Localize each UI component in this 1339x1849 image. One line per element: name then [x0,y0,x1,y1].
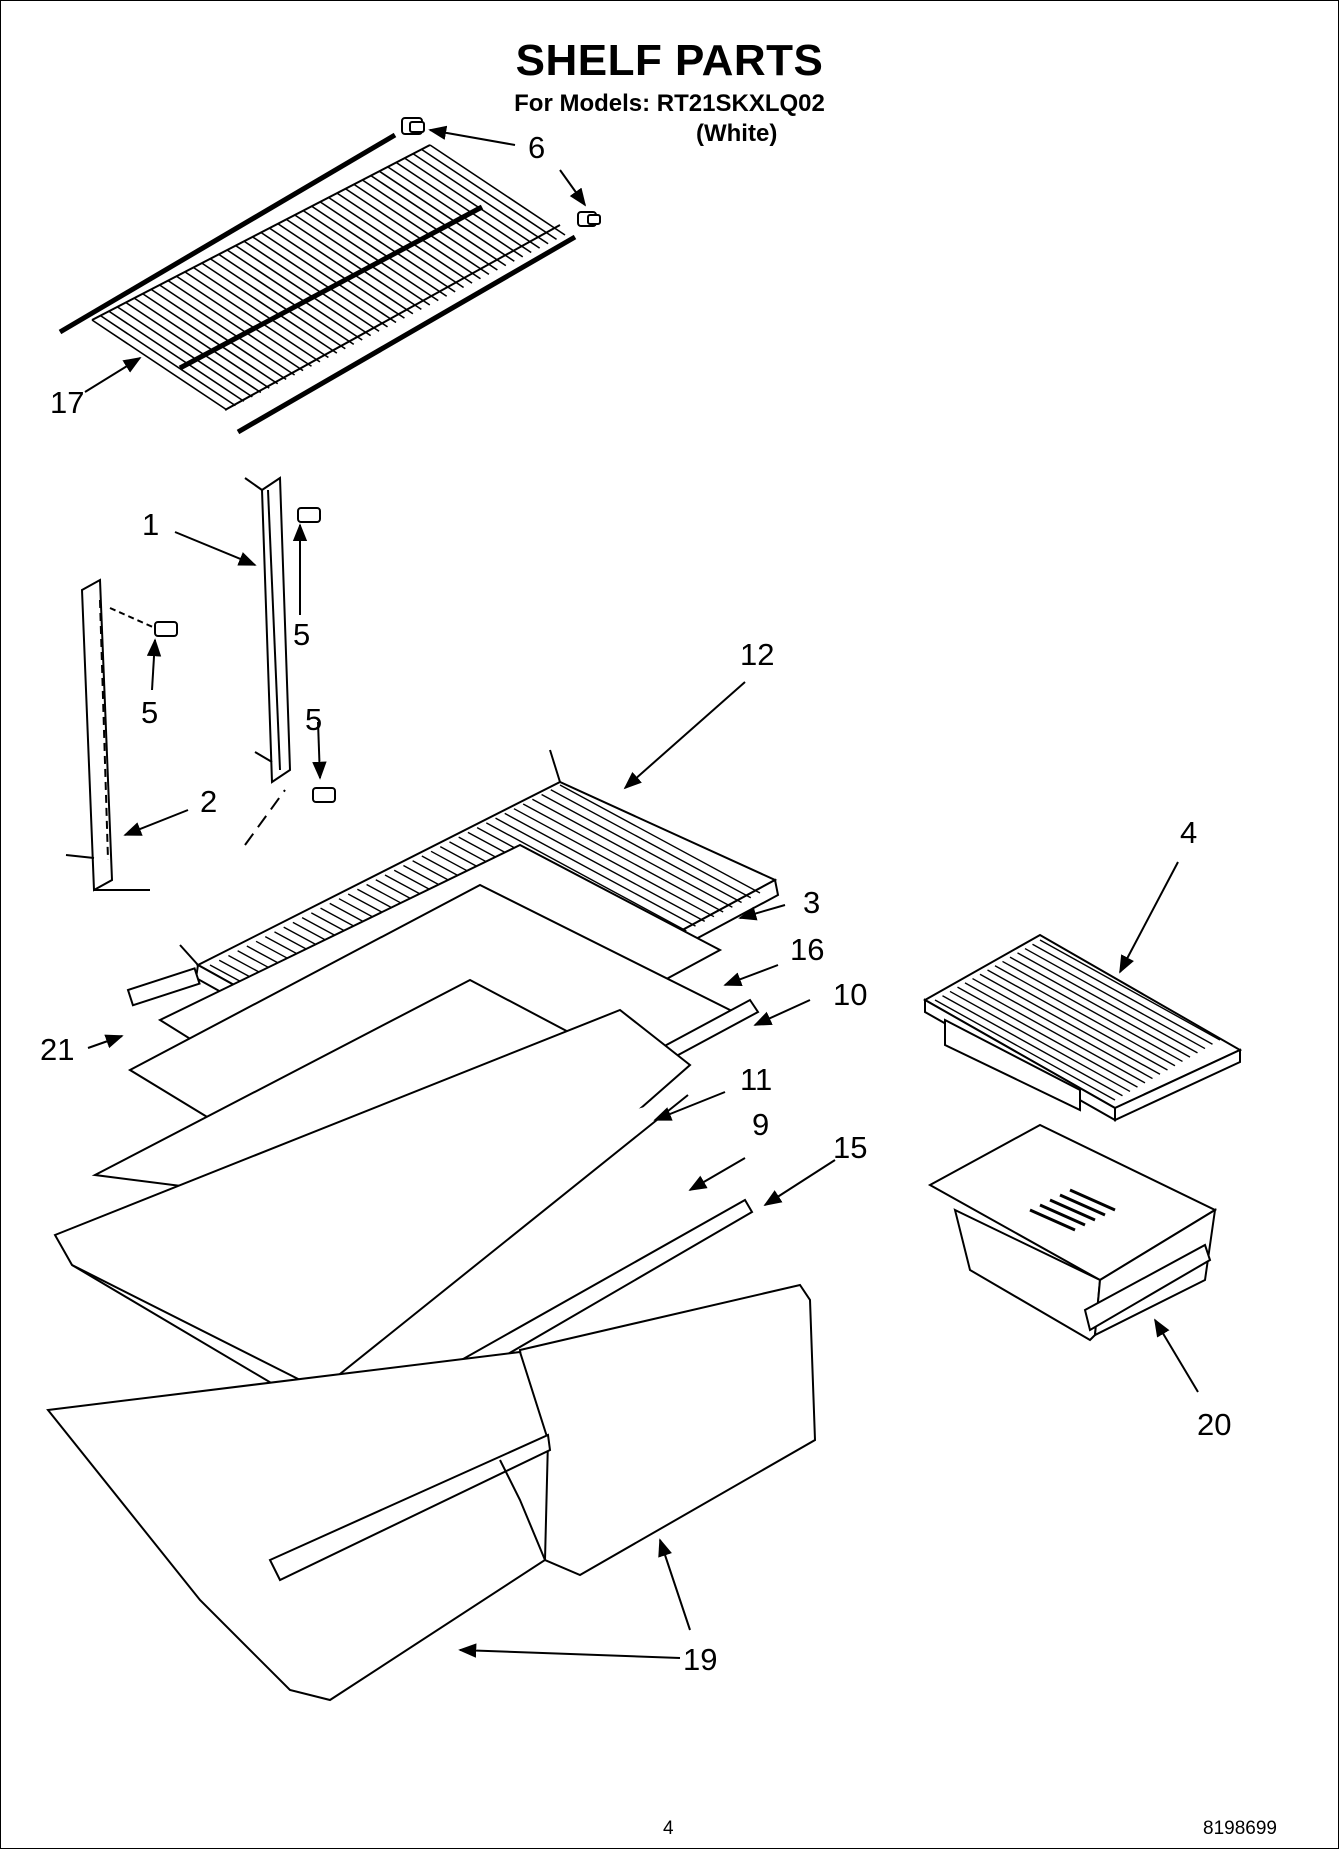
ladder-screw-part [109,507,336,803]
shelf-wire-line [934,999,1116,1101]
deli-drawer-part [927,1123,1218,1342]
shelf-wire-line [378,170,515,262]
shelf-wire-line [252,236,388,328]
shelf-wire-line [328,196,465,289]
callout-16: 16 [790,932,824,967]
shelf-wire-line [1039,939,1221,1041]
shelf-wire-line [260,231,397,324]
shelf-wire-line [522,803,724,913]
callout-4: 4 [1180,815,1197,850]
callout-19: 19 [683,1642,717,1677]
shelf-wire-line [285,218,422,311]
callout-6: 6 [528,130,545,165]
shelf-wire-line [243,240,380,332]
shelf-wire-line [387,166,524,258]
shelf-wire-line [1009,956,1191,1058]
shelf-wire-line [218,253,355,346]
document-number: 8198699 [1203,1818,1277,1839]
callout-5: 5 [293,617,310,652]
shelf-wire-line [91,319,228,411]
shelf-wire-line [345,188,481,280]
shelf-wire-line [294,214,431,306]
callout-15: 15 [833,1130,867,1165]
wire-shelf-part [58,132,577,435]
shelf-wire-line [336,192,473,284]
small-shelf-part [922,933,1243,1122]
shelf-wire-line [979,973,1161,1075]
shelf-wire-line [226,249,363,341]
callout-20: 20 [1197,1407,1231,1442]
shelf-wire-line [125,301,262,394]
shelf-wire-line [942,995,1123,1097]
shelf-ladder-part [65,476,292,892]
callout-labels: 6 17 1 5 5 5 2 12 4 3 16 10 21 11 9 15 2… [40,130,1231,1677]
shelf-wire-line [972,977,1153,1080]
callout-2: 2 [200,784,217,819]
shelf-wire-line [176,275,312,367]
shelf-wire-line [485,822,687,932]
shelf-wire-line [235,244,372,337]
shelf-wire-line [1002,960,1183,1063]
callout-10: 10 [833,977,867,1012]
shelf-wire-line [116,306,253,398]
shelf-wire-line [404,157,541,249]
callout-9: 9 [752,1107,769,1142]
shelf-wire-line [949,990,1131,1093]
shelf-wire-line [142,293,279,385]
callout-11: 11 [740,1062,772,1097]
shelf-wire-line [994,965,1176,1067]
shelf-wire-line [311,205,448,297]
shelf-wire-line [192,266,329,359]
callout-1: 1 [142,507,159,542]
shelf-wire-line [964,982,1146,1084]
shelf-wire-line [353,183,490,276]
callout-21: 21 [40,1032,74,1067]
shelf-wire-line [412,153,549,245]
shelf-wire-line [370,174,507,267]
shelf-wire-line [1024,947,1206,1050]
shelf-wire-line [108,310,245,402]
shelf-wire-line [133,297,270,389]
shelf-wire-line [1032,943,1213,1045]
shelf-wire-line [421,148,557,241]
callout-5: 5 [141,695,158,730]
models-line: For Models: RT21SKXLQ02 [514,90,825,117]
page-number: 4 [663,1818,674,1839]
page-title: SHELF PARTS [515,36,824,85]
shelf-wire-line [209,258,346,350]
shelf-wire-line [559,784,761,894]
shelf-wire-line [201,262,338,354]
shelf-wire-line [513,808,715,918]
shelf-wire-line [361,179,498,271]
shelf-wire-line [1017,952,1198,1054]
shelf-wire-line [319,201,456,293]
shelf-wire-line [541,793,742,904]
callout-5: 5 [305,702,322,737]
shelf-wire-line [987,969,1168,1071]
callout-17: 17 [50,385,84,420]
shelf-wire-line [504,812,706,923]
shelf-wire-line [532,798,733,908]
shelf-wire-line [269,227,405,319]
shelf-wire-line [150,288,287,381]
callout-3: 3 [803,885,820,920]
crisper-drawer-part [46,1283,817,1702]
shelf-wire-line [167,279,304,372]
shelf-wire-line [395,161,532,254]
shelf-wire-line [957,986,1138,1088]
shelf-clip-part [401,117,601,227]
shelf-wire-line [495,817,696,927]
color-label: (White) [696,120,778,147]
shelf-wire-line [429,144,566,236]
shelf-wire-line [550,789,752,899]
shelf-wire-line [100,314,236,407]
callout-leaders [84,125,1199,1659]
callout-12: 12 [740,637,774,672]
shelf-wire-line [277,223,414,315]
shelf-wire-line [184,271,321,363]
shelf-wire-line [159,284,296,376]
shelf-wire-line [302,209,439,302]
